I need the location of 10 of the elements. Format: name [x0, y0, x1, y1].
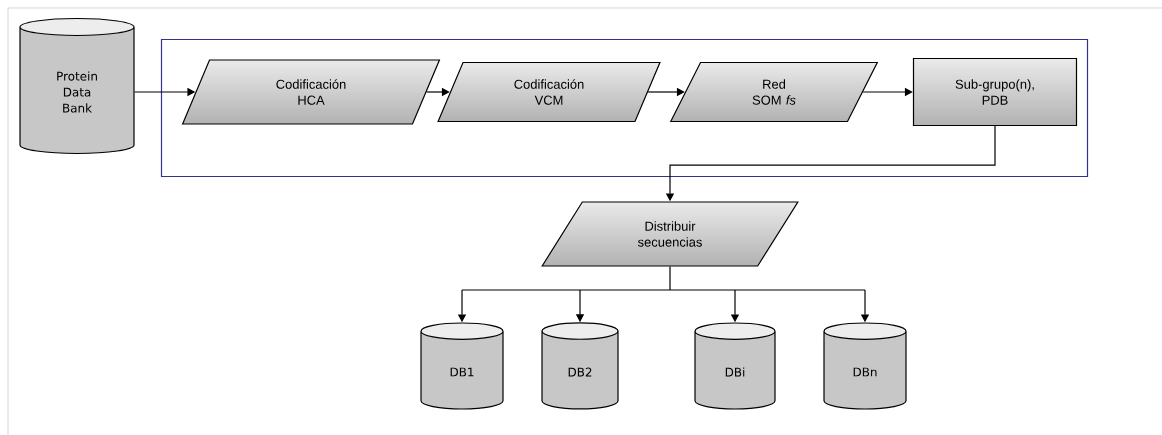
database-cylinder: DB2 [541, 322, 619, 410]
database-cylinder: DBn [823, 322, 907, 410]
process-box: Sub-grupo(n), PDB [912, 57, 1078, 127]
process-parallelogram: Distribuir secuencias [541, 201, 799, 267]
database-cylinder: Protein Data Bank [19, 17, 135, 155]
database-cylinder: DB1 [420, 322, 504, 410]
process-parallelogram: Codificación VCM [437, 61, 661, 123]
group-frame [160, 38, 1089, 178]
connector [461, 266, 866, 291]
database-cylinder: DBi [694, 322, 776, 410]
